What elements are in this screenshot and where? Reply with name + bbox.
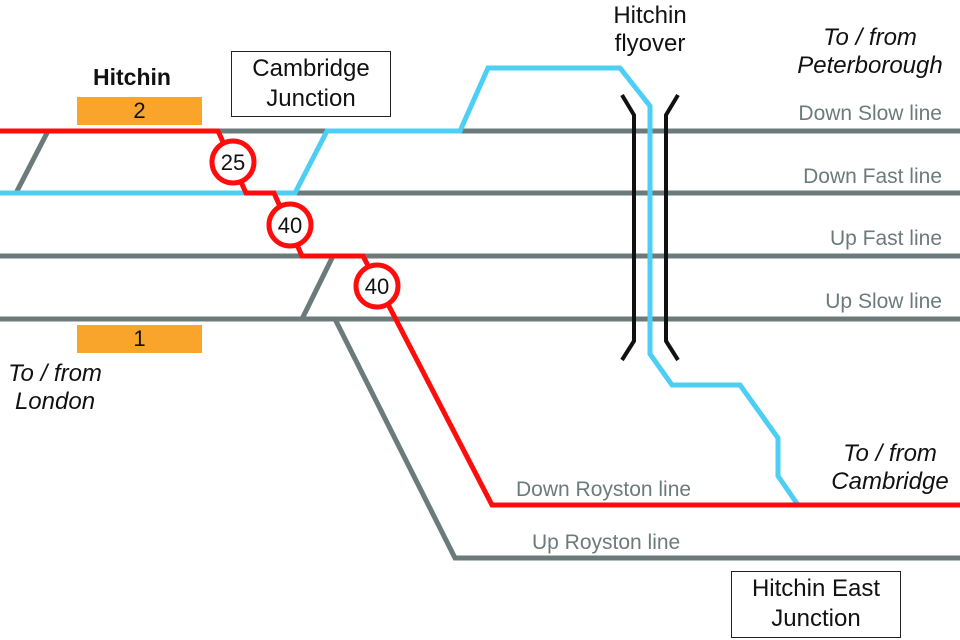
speed-limit-roundels: 25 40 40	[209, 138, 401, 310]
destination-cambridge-line1: To / from	[843, 440, 937, 467]
speed-limit-value: 40	[278, 213, 302, 238]
speed-limit-roundel	[266, 201, 314, 249]
destination-peterborough: To / from Peterborough	[780, 24, 960, 79]
blue-route	[0, 65, 801, 507]
cambridge-junction-box: Cambridge Junction	[231, 51, 391, 117]
destination-london-line1: To / from	[8, 360, 102, 387]
crossover-up	[299, 254, 336, 321]
cambridge-junction-line1: Cambridge	[252, 55, 370, 82]
destination-peterborough-line2: Peterborough	[797, 51, 943, 79]
cambridge-junction-line2: Junction	[266, 85, 356, 112]
destination-peterborough-line1: To / from	[823, 24, 917, 51]
hitchin-east-junction-line2: Junction	[771, 605, 861, 632]
label-down-fast: Down Fast line	[803, 165, 942, 188]
destination-london: To / from London	[0, 360, 110, 415]
destination-cambridge-line2: Cambridge	[831, 467, 949, 495]
up-royston-track	[332, 317, 960, 561]
platform-2: 2	[77, 97, 202, 125]
label-up-fast: Up Fast line	[829, 227, 942, 250]
station-name: Hitchin	[93, 64, 171, 90]
flyover-left-bracket	[620, 93, 636, 362]
label-down-royston: Down Royston line	[516, 478, 692, 501]
destination-london-line2: London	[14, 387, 96, 415]
crossover-west	[13, 129, 51, 195]
hitchin-east-junction-line1: Hitchin East	[751, 575, 881, 602]
flyover-right-bracket	[664, 93, 680, 362]
flyover-label: Hitchin flyover	[600, 2, 700, 57]
platform-1: 1	[77, 325, 202, 353]
label-down-slow: Down Slow line	[798, 102, 942, 125]
flyover-label-line2: flyover	[614, 29, 686, 57]
speed-limit-value: 40	[365, 274, 389, 299]
label-up-slow: Up Slow line	[825, 290, 942, 313]
destination-cambridge: To / from Cambridge	[820, 440, 960, 495]
hitchin-east-junction-box: Hitchin East Junction	[731, 571, 901, 638]
speed-limit-roundel	[209, 138, 257, 186]
flyover-label-line1: Hitchin	[613, 2, 687, 29]
speed-limit-roundel	[353, 262, 401, 310]
label-up-royston: Up Royston line	[532, 531, 681, 554]
speed-limit-value: 25	[221, 150, 245, 175]
